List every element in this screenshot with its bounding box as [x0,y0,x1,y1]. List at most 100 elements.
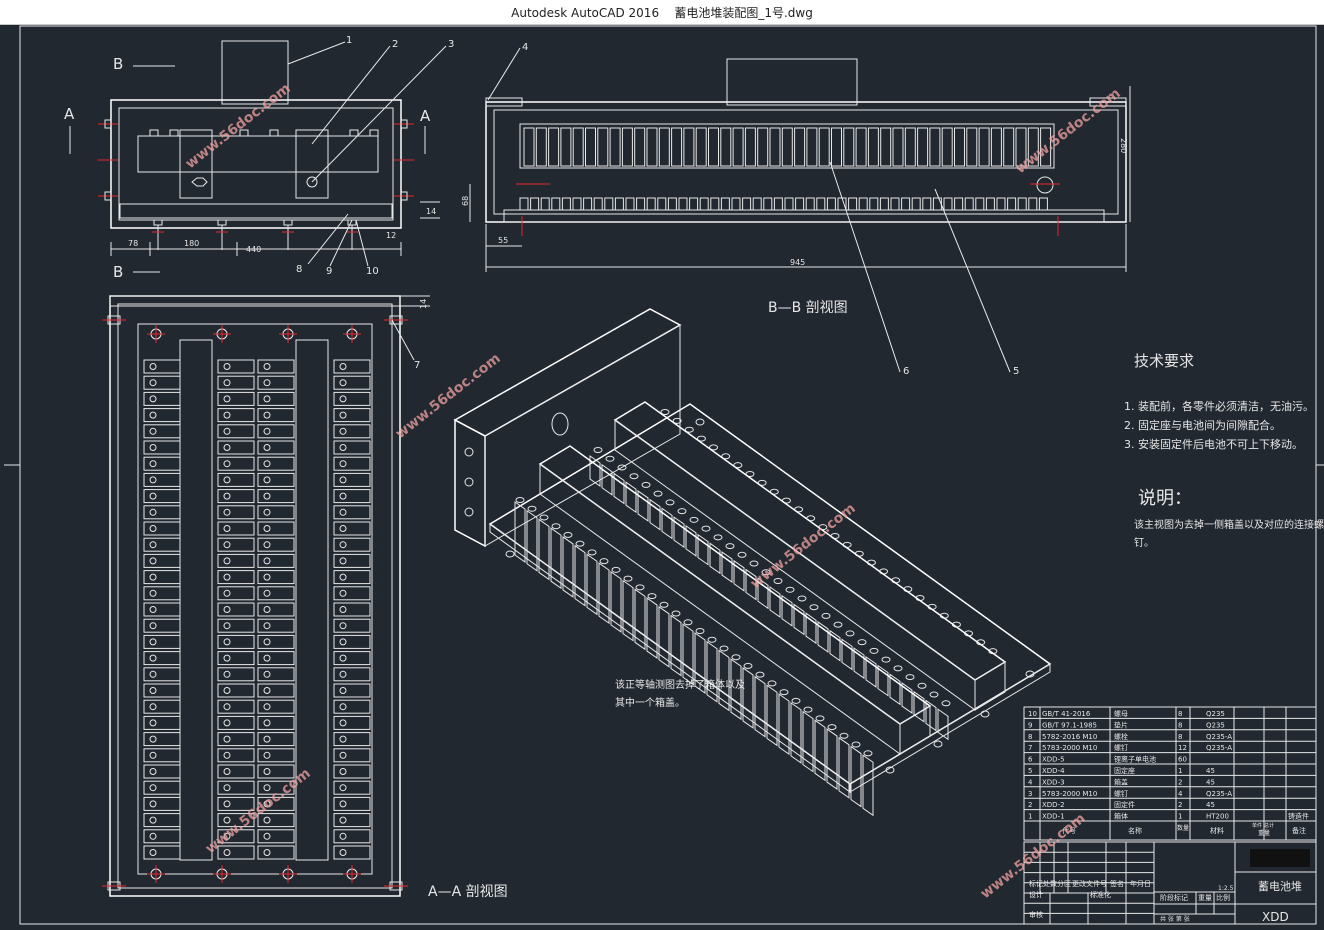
iso-cell [817,620,829,653]
bom-cell: 12 [1178,744,1187,752]
cell-terminal [149,622,157,630]
bom-cell: 2 [1178,778,1182,786]
cell-base [901,197,911,211]
title-block-redacted [1250,849,1310,867]
drawing-svg[interactable]: B B A A 78 180 440 14 12 1 2 3 8 9 10 [0,24,1324,926]
cell-terminal [223,832,231,840]
iso-terminal [563,531,573,538]
cell-terminal [263,476,271,484]
battery-cell [257,505,295,520]
cell-base [540,197,550,211]
iso-terminal [659,601,669,608]
cell-terminal [263,379,271,387]
cell-terminal [149,638,157,646]
screw-head [400,119,408,129]
iso-terminal [833,621,843,628]
cell-terminal [339,735,347,743]
battery-cell [143,408,181,423]
battery-cell [333,845,371,860]
bom-header-total: 总计 [1264,822,1274,829]
iso-terminal [779,689,789,696]
battery-cell [257,570,295,585]
cell-base [561,197,571,211]
battery-cell [757,127,769,167]
battery-cell [333,424,371,439]
drawing-canvas[interactable]: B B A A 78 180 440 14 12 1 2 3 8 9 10 [0,24,1324,926]
battery-cell [333,440,371,455]
cell-terminal [263,622,271,630]
top-view[interactable]: B B A A 78 180 440 14 12 1 2 3 8 9 10 [64,35,454,281]
battery-cell [143,570,181,585]
battery-cell [143,505,181,520]
section-aa-view[interactable]: 14 7 A—A 剖视图 [102,295,508,900]
cell-terminal [223,735,231,743]
iso-cell [802,710,814,773]
tb-label-stage: 阶段标记 [1160,893,1188,902]
cell-base [975,197,985,211]
bom-cell: GB/T 97.1-1985 [1042,721,1097,729]
bom-cell: 9 [1028,721,1032,729]
cell-base [943,197,953,211]
cell-terminal [223,411,231,419]
watermark-3: www.56doc.com [393,350,504,442]
battery-cell [867,127,879,167]
bom-cell: 45 [1206,767,1215,775]
dim-945: 945 [790,258,805,267]
cell-base [593,197,603,211]
iso-cell [769,586,781,618]
iso-bolt [933,740,943,748]
iso-cell [829,629,841,662]
battery-cell [257,748,295,763]
bom-cell: 6 [1028,756,1033,764]
battery-cell [333,651,371,666]
bom-cell: 8 [1028,733,1032,741]
section-bb-view[interactable]: 945 55 68 280 4 6 5 B—B 剖视图 [461,42,1131,377]
section-letter-b-bottom: B [113,263,123,281]
cell-terminal [149,427,157,435]
battery-cell [257,408,295,423]
cell-terminal [339,525,347,532]
balloon-1: 1 [346,35,352,46]
watermark-1: www.56doc.com [183,80,294,172]
iso-cell [853,647,865,680]
cell-terminal [223,703,231,711]
battery-cell [217,505,255,520]
balloon-7: 7 [414,360,420,371]
dim-14: 14 [426,207,436,216]
battery-cell [143,813,181,828]
iso-terminal [809,604,819,611]
cell-base [816,197,826,211]
cell-terminal [149,460,157,468]
bom-header: 代号 名称 数量 材料 单件 总计 重量 备注 [1062,822,1306,837]
cell-terminal [223,849,231,856]
bom-cell: GB/T 41-2016 [1042,710,1091,718]
battery-cell [535,127,547,167]
cell-terminal [339,573,347,581]
battery-cell [333,699,371,714]
battery-cell [257,796,295,811]
title-block[interactable]: 标记 处数 分区 更改文件号 签名 年月日 设计 标准化 阶段标记 重量 比例 … [1023,841,1317,925]
cell-terminal [149,476,157,484]
cell-base [625,197,635,211]
cell-terminal [339,816,347,824]
cell-terminal [149,541,157,549]
bom-cell: XDD-4 [1042,767,1065,775]
battery-cell [143,732,181,747]
cell-terminal [223,589,231,597]
cell-terminal [149,589,157,597]
cell-terminal [339,541,347,549]
battery-cell [143,537,181,552]
iso-terminal [745,471,755,477]
battery-cell [217,472,255,487]
cell-terminal [223,363,231,370]
cell-terminal [339,444,347,451]
battery-cell [621,127,633,167]
battery-cell [143,489,181,504]
iso-terminal [719,645,729,652]
terminal [269,129,279,137]
window-titlebar: Autodesk AutoCAD 2016 蓄电池堆装配图_1号.dwg [0,0,1324,25]
isometric-view[interactable]: 该正等轴测图去掉了箱体以及 其中一个箱盖。 [453,308,1052,817]
battery-cell [257,845,295,860]
battery-cell [671,127,683,167]
